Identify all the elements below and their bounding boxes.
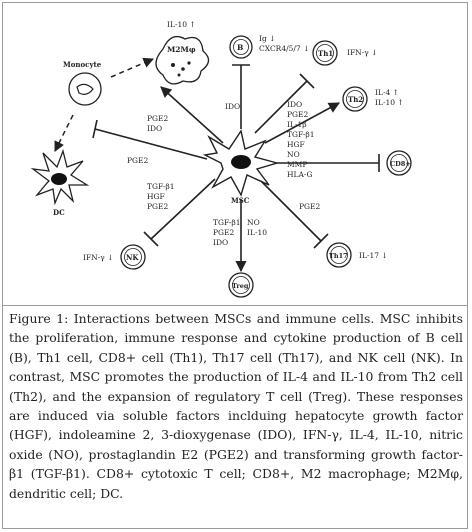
dc-label: DC [53,208,65,217]
m2-label: M2Mφ [167,45,196,54]
treg-factor-list: TGF-β1 PGE2 IDO NO IL-10 [213,218,267,247]
inhibit-nk-bar [143,231,159,247]
cd8-factor: TGF-β1 [287,130,315,139]
connections [92,64,380,273]
dashed-connections [54,57,154,152]
th1-label: Th1 [318,49,333,58]
monocyte-cell [68,72,102,106]
ig-down-label: Ig ↓ [259,34,275,43]
b-cell [229,35,253,59]
arrow-monocyte-to-m2 [110,57,154,78]
cd8-cell [386,150,412,176]
cd8-factor: IL-1β [287,120,307,129]
inhibit-th1-bar [299,73,315,89]
cd8-factor: HLA-G [287,170,312,179]
il4-up-label: IL-4 ↑ [375,88,399,97]
th1-cell [312,40,338,66]
arrow-to-th2 [264,102,340,144]
ifn-nk-label: IFN-γ ↓ [83,253,113,262]
pge2-m2-label: PGE2 [147,114,169,123]
nk-factor-list: TGF-β1 HGF PGE2 [147,182,175,211]
treg-factor: PGE2 [213,228,235,237]
cxcr-label: CXCR4/5/7 ↓ [259,44,309,53]
nk-factor: PGE2 [147,202,169,211]
inhibit-dc-bar [92,119,98,139]
b-label: B [237,43,243,52]
m2-cell [155,35,210,85]
cd8-factor: IDO [287,100,302,109]
th2-cell [342,86,368,112]
cd8-factor: PGE2 [287,110,309,119]
inhibit-th17 [260,180,322,242]
treg-factor: NO [247,218,260,227]
arrow-to-m2 [160,86,224,144]
ido-m2-label: IDO [147,124,162,133]
il17-down-label: IL-17 ↓ [359,251,388,260]
ido-top-label: IDO [225,102,240,111]
ifn-th1-label: IFN-γ ↓ [347,48,377,57]
caption-label: Figure 1: [9,311,69,326]
arrow-monocyte-to-dc [54,114,74,152]
th17-label: Th17 [329,252,348,260]
msc-cell [202,129,280,197]
figure-frame: MSC M2Mφ IL-10 ↑ Monocyte [2,2,468,529]
treg-factor: TGF-β1 [213,218,241,227]
nk-label: NK [126,253,139,262]
inhibit-th17-bar [313,233,329,249]
il10-up-th2-label: IL-10 ↑ [375,98,404,107]
treg-label: Treg [232,282,249,290]
pge2-dc-label: PGE2 [127,156,149,165]
nk-factor: HGF [147,192,165,201]
cd8-factor: MMP [287,160,307,169]
inhibit-th1 [254,80,308,134]
th17-cell [326,242,352,268]
monocyte-label: Monocyte [63,60,102,69]
th2-label: Th2 [348,95,363,104]
cd8-label: CD8+ [390,160,411,168]
cd8-factor: HGF [287,140,305,149]
cd8-factor: NO [287,150,300,159]
divider [3,305,467,306]
nk-factor: TGF-β1 [147,182,175,191]
cd8-factor-list: IDO PGE2 IL-1β TGF-β1 HGF NO MMP HLA-G [287,100,315,179]
msc-interaction-diagram: MSC M2Mφ IL-10 ↑ Monocyte [30,20,412,298]
inhibit-dc [94,128,208,160]
il10-up-label: IL-10 ↑ [167,20,196,29]
treg-factor: IL-10 [247,228,267,237]
nk-cell [120,244,146,270]
caption-text: Interactions between MSCs and immune cel… [9,311,463,501]
treg-cell [228,272,254,298]
figure-caption: Figure 1: Interactions between MSCs and … [9,309,463,503]
dc-cell [30,148,90,206]
treg-factor: IDO [213,238,228,247]
inhibit-nk [150,178,216,240]
pge2-th17-label: PGE2 [299,202,321,211]
